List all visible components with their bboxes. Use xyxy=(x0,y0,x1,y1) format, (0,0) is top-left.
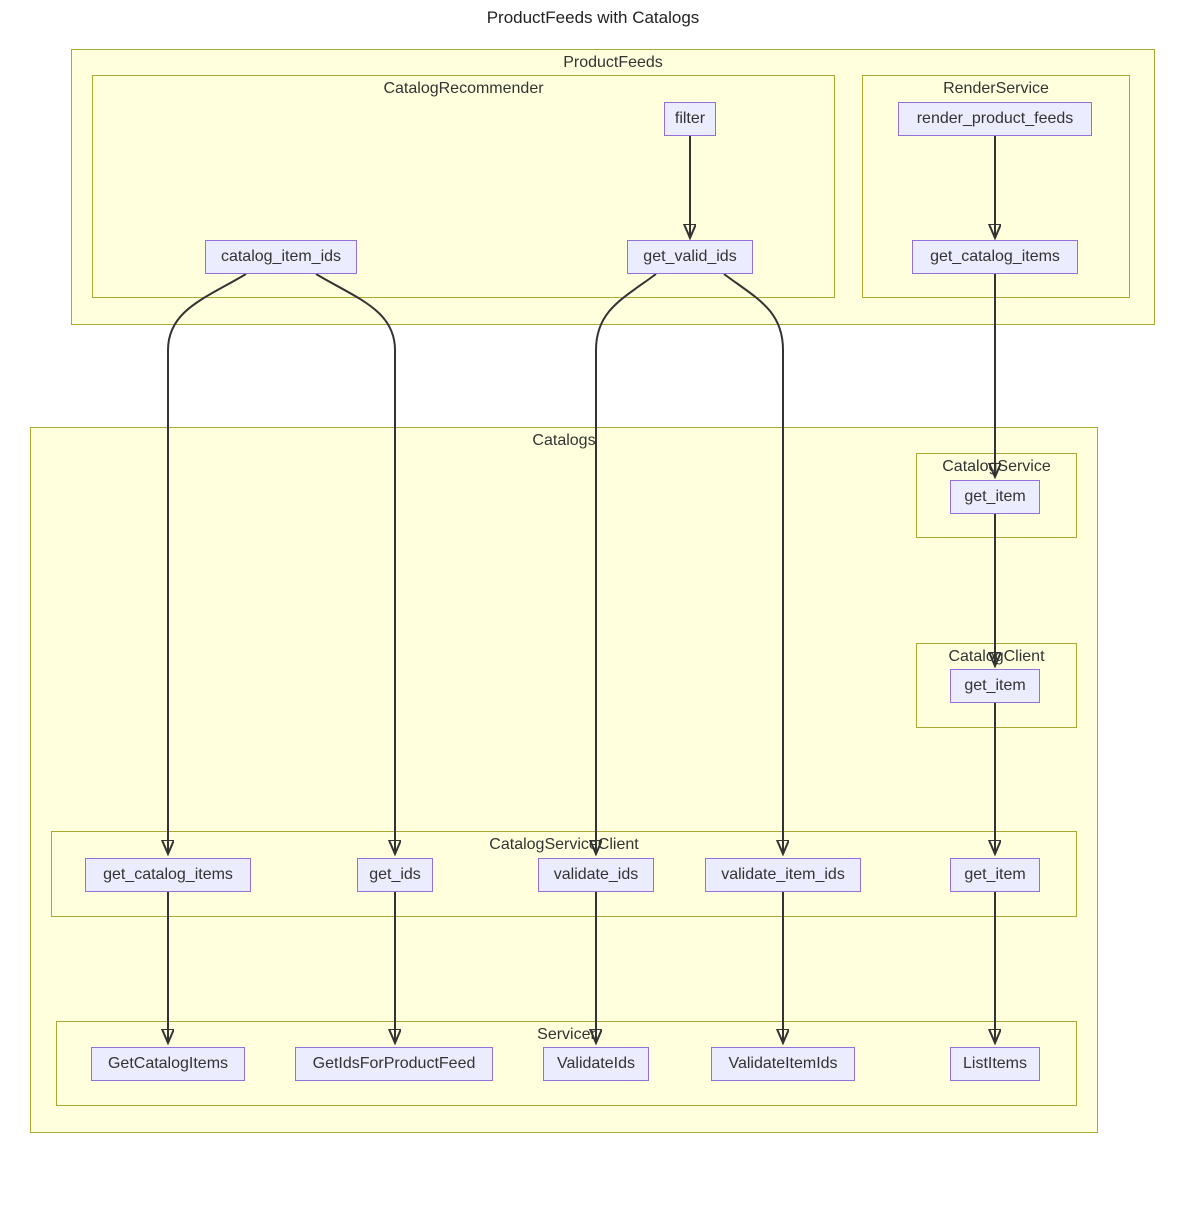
cluster-catalog-service-client-label: CatalogServiceClient xyxy=(489,836,639,853)
edge-get-valid-ids-to-csc-validate-item-ids xyxy=(723,273,783,853)
node-catalog-item-ids: catalog_item_ids xyxy=(205,240,357,274)
node-sv-getcatalogitems: GetCatalogItems xyxy=(91,1047,245,1081)
edge-get-valid-ids-to-csc-validate-ids xyxy=(596,273,657,853)
diagram-title: ProductFeeds with Catalogs xyxy=(486,8,700,27)
node-csc-get-ids: get_ids xyxy=(357,858,433,892)
cluster-catalog-service-label: CatalogService xyxy=(942,458,1051,475)
cluster-catalog-recommender-label: CatalogRecommender xyxy=(383,80,544,97)
node-csc-validate-item-ids: validate_item_ids xyxy=(705,858,861,892)
cluster-catalogs-label: Catalogs xyxy=(532,432,596,449)
node-cc-get-item: get_item xyxy=(950,669,1040,703)
node-render-product-feeds: render_product_feeds xyxy=(898,102,1092,136)
node-csc-get-item: get_item xyxy=(950,858,1040,892)
node-get-valid-ids: get_valid_ids xyxy=(627,240,753,274)
node-rs-get-catalog-items: get_catalog_items xyxy=(912,240,1078,274)
cluster-servicer-label: Servicer xyxy=(537,1026,596,1043)
node-sv-validateids: ValidateIds xyxy=(543,1047,649,1081)
edge-catalog-item-ids-to-csc-get-ids xyxy=(315,273,395,853)
edge-catalog-item-ids-to-csc-get-catalog-items xyxy=(168,273,247,853)
node-cs-get-item: get_item xyxy=(950,480,1040,514)
node-csc-validate-ids: validate_ids xyxy=(538,858,654,892)
cluster-catalog-client-label: CatalogClient xyxy=(948,648,1045,665)
cluster-catalogs: Catalogs xyxy=(30,427,1098,1133)
cluster-product-feeds-label: ProductFeeds xyxy=(563,54,663,71)
node-sv-listitems: ListItems xyxy=(950,1047,1040,1081)
cluster-render-service-label: RenderService xyxy=(943,80,1049,97)
node-sv-getidsforproductfeed: GetIdsForProductFeed xyxy=(295,1047,493,1081)
node-filter: filter xyxy=(664,102,716,136)
node-sv-validateitemids: ValidateItemIds xyxy=(711,1047,855,1081)
node-csc-get-catalog-items: get_catalog_items xyxy=(85,858,251,892)
